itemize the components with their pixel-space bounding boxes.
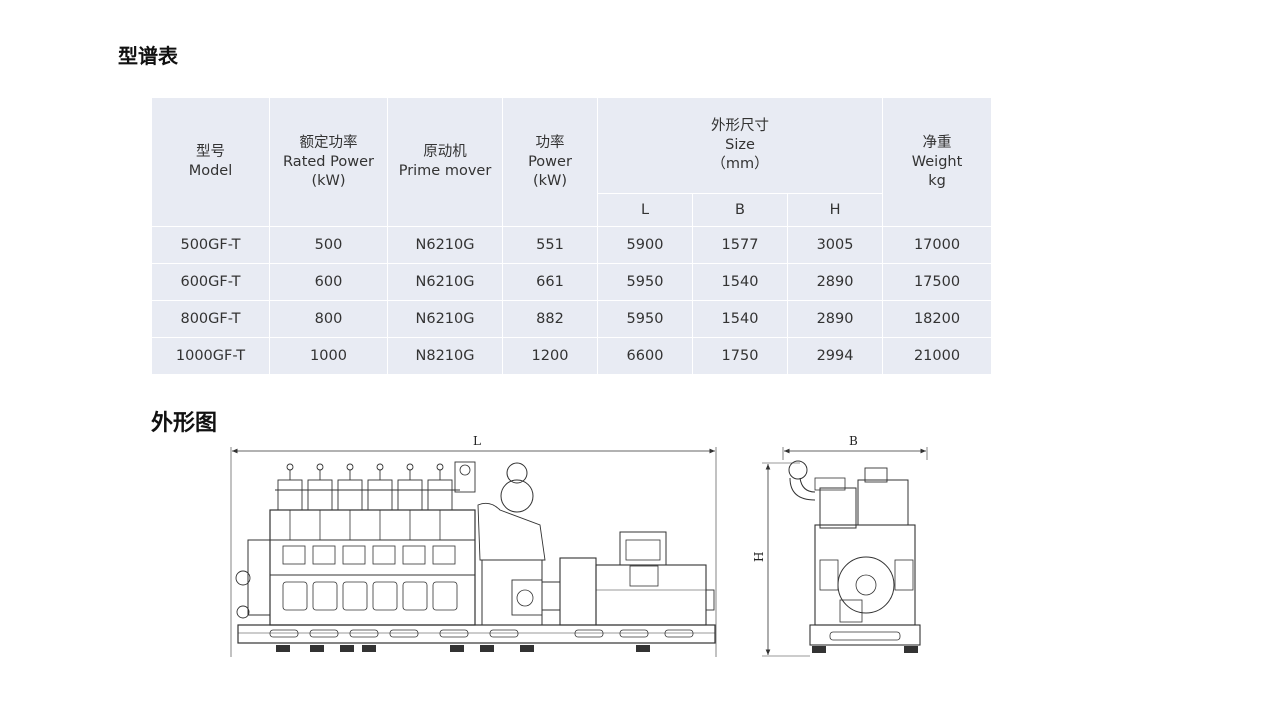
page-title: 型谱表 xyxy=(118,44,178,68)
cell-size-h: 2994 xyxy=(786,337,884,375)
dimension-label-b: B xyxy=(849,434,858,448)
cell-size-l: 6600 xyxy=(597,337,693,375)
cell-size-l: 5950 xyxy=(597,263,693,301)
table-row: 800GF-T 800 N6210G 882 5950 1540 2890 18… xyxy=(151,300,993,338)
cell-model: 600GF-T xyxy=(151,263,270,301)
side-view-drawing: L xyxy=(230,434,717,657)
cell-power: 882 xyxy=(502,300,598,338)
cell-model: 500GF-T xyxy=(151,226,270,264)
cell-model: 800GF-T xyxy=(151,300,270,338)
cell-rated-power: 1000 xyxy=(269,337,388,375)
table-row: 600GF-T 600 N6210G 661 5950 1540 2890 17… xyxy=(151,263,993,301)
cell-size-b: 1540 xyxy=(692,263,788,301)
dimension-label-h: H xyxy=(752,552,766,562)
cell-rated-power: 600 xyxy=(269,263,388,301)
header-size: 外形尺寸 Size （mm） xyxy=(596,97,884,194)
header-power: 功率 Power (kW) xyxy=(502,97,598,227)
cell-prime-mover: N6210G xyxy=(387,226,503,264)
cell-weight: 17500 xyxy=(882,263,993,301)
end-view-drawing: B H xyxy=(752,434,928,657)
cell-size-h: 2890 xyxy=(786,300,884,338)
header-weight: 净重 Weight kg xyxy=(882,97,993,227)
cell-size-b: 1577 xyxy=(692,226,788,264)
cell-prime-mover: N6210G xyxy=(387,300,503,338)
cell-weight: 17000 xyxy=(882,226,993,264)
cell-size-l: 5950 xyxy=(597,300,693,338)
header-size-h: H xyxy=(786,193,884,227)
header-size-b: B xyxy=(692,193,788,227)
table-row: 500GF-T 500 N6210G 551 5900 1577 3005 17… xyxy=(151,226,993,264)
cell-power: 1200 xyxy=(502,337,598,375)
cell-size-b: 1540 xyxy=(692,300,788,338)
cell-weight: 21000 xyxy=(882,337,993,375)
header-rated-power: 额定功率 Rated Power (kW) xyxy=(269,97,388,227)
cell-model: 1000GF-T xyxy=(151,337,270,375)
cell-prime-mover: N8210G xyxy=(387,337,503,375)
cell-power: 551 xyxy=(502,226,598,264)
table-row: 1000GF-T 1000 N8210G 1200 6600 1750 2994… xyxy=(151,337,993,375)
header-size-l: L xyxy=(597,193,693,227)
cell-size-h: 2890 xyxy=(786,263,884,301)
dimension-label-l: L xyxy=(473,434,481,448)
cell-size-b: 1750 xyxy=(692,337,788,375)
spec-table: 型号 Model 额定功率 Rated Power (kW) 原动机 Prime… xyxy=(151,97,993,375)
outline-title: 外形图 xyxy=(151,410,218,436)
header-model: 型号 Model xyxy=(151,97,270,227)
cell-size-l: 5900 xyxy=(597,226,693,264)
header-prime-mover: 原动机 Prime mover xyxy=(387,97,503,227)
cell-weight: 18200 xyxy=(882,300,993,338)
